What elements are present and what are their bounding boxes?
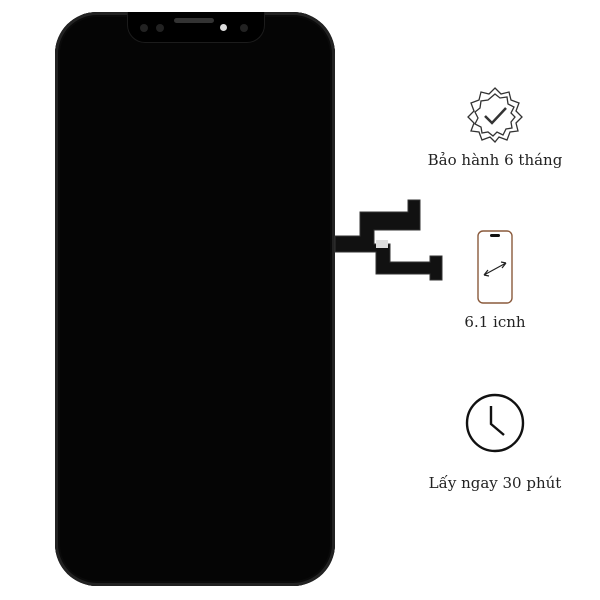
phone-size-icon — [477, 230, 513, 304]
phone-screen-product — [55, 12, 335, 586]
notch — [127, 12, 265, 43]
flex-cable — [334, 199, 443, 281]
sensor — [240, 24, 248, 32]
sensor — [156, 24, 164, 32]
feature-label: Bảo hành 6 tháng — [427, 151, 563, 169]
feature-label: Lấy ngay 30 phút — [428, 474, 562, 492]
front-camera — [220, 24, 227, 31]
sensor — [140, 24, 148, 32]
feature-pickup-time: Lấy ngay 30 phút — [405, 392, 585, 492]
clock-icon — [465, 393, 525, 453]
feature-screen-size: 6.1 icnh — [405, 229, 585, 331]
earpiece-speaker — [174, 18, 214, 23]
feature-label: 6.1 icnh — [464, 313, 526, 331]
warranty-badge-icon — [467, 87, 523, 143]
feature-warranty: Bảo hành 6 tháng — [405, 85, 585, 169]
